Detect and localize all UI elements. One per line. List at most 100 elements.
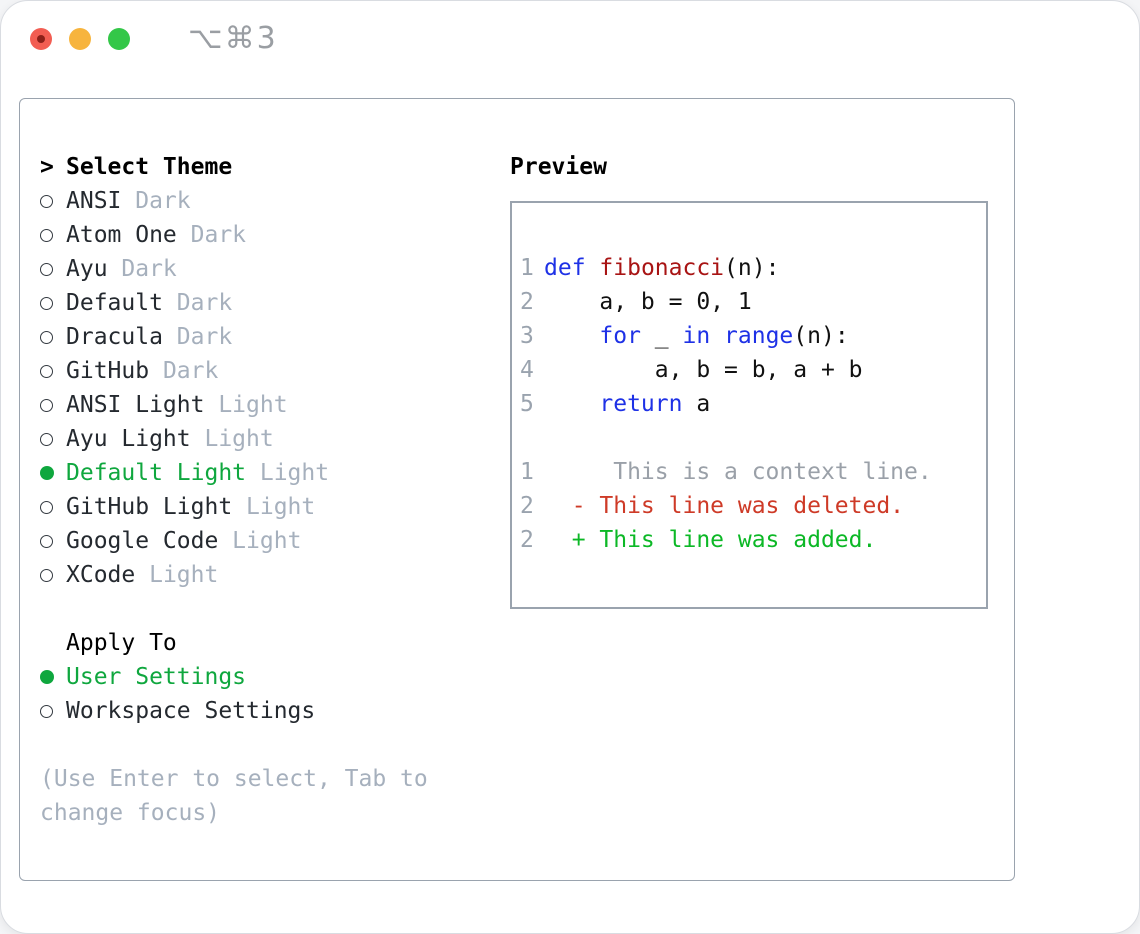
radio-filled-circle (40, 466, 54, 480)
theme-name: ANSI Light (66, 392, 205, 418)
radio-icon (40, 432, 66, 446)
theme-variant: Dark (176, 222, 247, 248)
radio-icon (40, 398, 66, 412)
radio-icon (40, 296, 66, 310)
code-token: _ (640, 323, 683, 349)
theme-option[interactable]: Atom One Dark (40, 218, 428, 252)
radio-icon (40, 262, 66, 276)
apply-to-option[interactable]: Workspace Settings (40, 694, 428, 728)
preview-title: Preview (510, 154, 607, 180)
theme-variant: Dark (107, 256, 177, 282)
radio-icon (40, 534, 66, 548)
code-token: for (599, 323, 641, 349)
line-number: 5 (520, 391, 534, 417)
code-line: 2 a, b = 0, 1 (520, 285, 986, 319)
selected-radio-icon (40, 670, 66, 684)
radio-circle (40, 398, 53, 412)
keyboard-shortcut-label: ⌥⌘3 (188, 21, 278, 56)
diff-line-context: 1 This is a context line. (520, 455, 986, 489)
radio-circle (40, 432, 53, 446)
theme-option[interactable]: Default Light Light (40, 456, 428, 490)
theme-option[interactable]: Default Dark (40, 286, 428, 320)
theme-name: GitHub Light (66, 494, 233, 520)
theme-variant: Light (135, 562, 219, 588)
theme-option[interactable]: GitHub Dark (40, 354, 428, 388)
close-button[interactable] (30, 28, 52, 50)
theme-name: ANSI (66, 188, 122, 214)
theme-variant: Dark (121, 188, 191, 214)
radio-icon (40, 330, 66, 344)
radio-icon (40, 194, 66, 208)
focus-cursor: > (40, 154, 54, 180)
theme-name: Dracula (66, 324, 163, 350)
theme-name: Google Code (66, 528, 219, 554)
code-token: a, b = b, a + b (544, 357, 863, 383)
code-token: in (682, 323, 711, 349)
theme-option[interactable]: GitHub Light Light (40, 490, 428, 524)
hint-text-line1: (Use Enter to select, Tab to (40, 766, 428, 792)
code-token (544, 323, 599, 349)
apply-to-label: User Settings (66, 664, 247, 690)
spacer (40, 728, 428, 762)
code-token: fibonacci (599, 255, 725, 281)
apply-to-title: Apply To (66, 630, 177, 656)
diff-line-deleted: 2 - This line was deleted. (520, 489, 986, 523)
diff-preview: 1 This is a context line.2 - This line w… (520, 455, 986, 557)
diff-text: This is a context line. (544, 459, 932, 485)
apply-to-header: Apply To (40, 626, 428, 660)
code-token: a, b = 0, 1 (544, 289, 752, 315)
code-token (710, 323, 724, 349)
apply-to-option[interactable]: User Settings (40, 660, 428, 694)
theme-option[interactable]: Dracula Dark (40, 320, 428, 354)
theme-option[interactable]: XCode Light (40, 558, 428, 592)
code-token (544, 391, 599, 417)
line-number: 3 (520, 323, 534, 349)
code-token: (n): (724, 255, 780, 281)
theme-name: Default (66, 290, 163, 316)
code-line: 5 return a (520, 387, 986, 421)
theme-option[interactable]: ANSI Dark (40, 184, 428, 218)
theme-variant: Light (218, 528, 302, 554)
theme-variant: Light (232, 494, 316, 520)
theme-name: GitHub (66, 358, 150, 384)
diff-text: - This line was deleted. (544, 493, 905, 519)
theme-name: Atom One (66, 222, 177, 248)
theme-variant: Dark (162, 290, 233, 316)
theme-option[interactable]: Google Code Light (40, 524, 428, 558)
radio-circle (40, 330, 53, 344)
theme-variant: Light (246, 460, 330, 486)
line-number: 1 (520, 459, 534, 485)
radio-circle (40, 262, 53, 276)
radio-circle (40, 364, 53, 378)
code-token: range (724, 323, 794, 349)
radio-circle (40, 500, 53, 514)
theme-variant: Light (190, 426, 274, 452)
radio-circle (40, 228, 53, 242)
code-token: a (682, 391, 711, 417)
maximize-button[interactable] (108, 28, 130, 50)
radio-icon (40, 704, 66, 718)
selected-radio-icon (40, 466, 66, 480)
select-theme-header: >Select Theme (40, 150, 428, 184)
minimize-button[interactable] (69, 28, 91, 50)
line-number: 2 (520, 527, 534, 553)
spacer (40, 592, 428, 626)
diff-text: + This line was added. (544, 527, 877, 553)
window-titlebar: ⌥⌘3 (30, 21, 278, 56)
theme-option[interactable]: Ayu Light Light (40, 422, 428, 456)
radio-filled-circle (40, 670, 54, 684)
theme-option[interactable]: Ayu Dark (40, 252, 428, 286)
line-number: 2 (520, 493, 534, 519)
theme-name: XCode (66, 562, 136, 588)
theme-name: Default Light (66, 460, 247, 486)
line-number: 1 (520, 255, 534, 281)
apply-to-label: Workspace Settings (66, 698, 316, 724)
theme-option[interactable]: ANSI Light Light (40, 388, 428, 422)
radio-icon (40, 228, 66, 242)
radio-circle (40, 568, 53, 582)
